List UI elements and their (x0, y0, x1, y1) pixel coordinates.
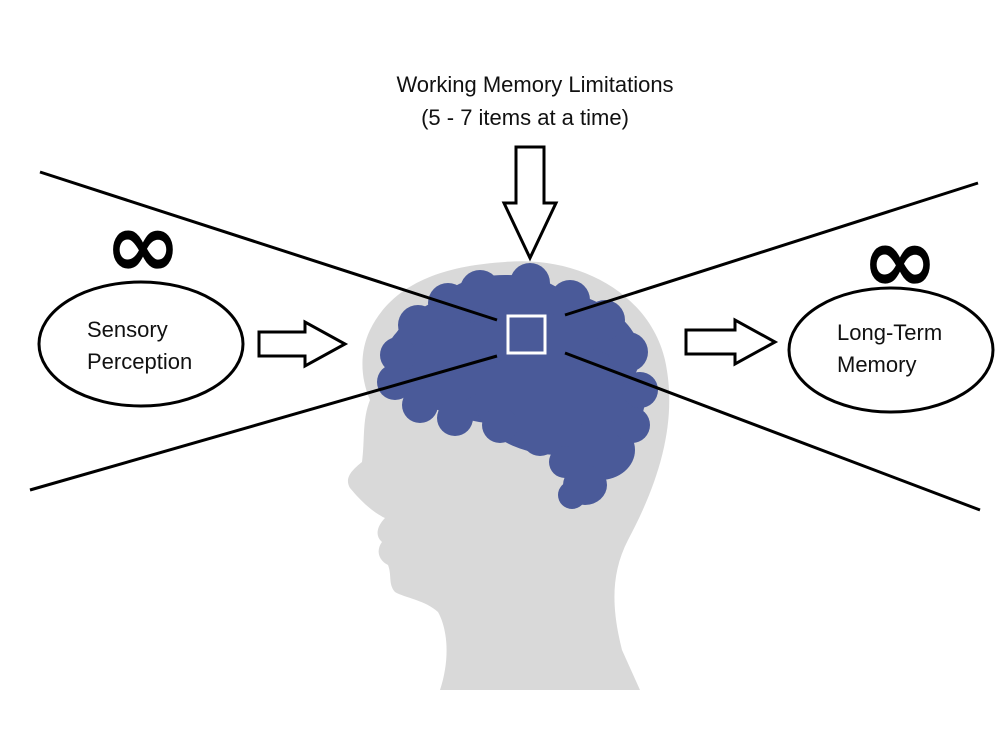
line-lower-right (564, 351, 981, 512)
right-arrow-icon (257, 319, 349, 369)
long-term-label-line1: Long-Term (837, 320, 943, 345)
sensory-label-line2: Perception (87, 349, 193, 374)
focus-lines (29, 170, 981, 512)
down-arrow-icon (501, 145, 559, 262)
sensory-label-line1: Sensory (87, 317, 168, 342)
sensory-perception-node (37, 280, 245, 408)
line-lower-left (29, 354, 498, 492)
right-arrow-icon (684, 317, 779, 367)
infinity-icon: ∞ (861, 207, 939, 314)
working-memory-title: Working Memory Limitations (396, 72, 674, 97)
long-term-label-line2: Memory (837, 352, 917, 377)
line-upper-left (39, 170, 498, 322)
working-memory-subtitle: (5 - 7 items at a time) (421, 105, 629, 130)
long-term-memory-node (787, 286, 995, 414)
line-upper-right (564, 181, 979, 317)
infinity-icon: ∞ (104, 192, 182, 299)
working-memory-box (506, 314, 547, 355)
